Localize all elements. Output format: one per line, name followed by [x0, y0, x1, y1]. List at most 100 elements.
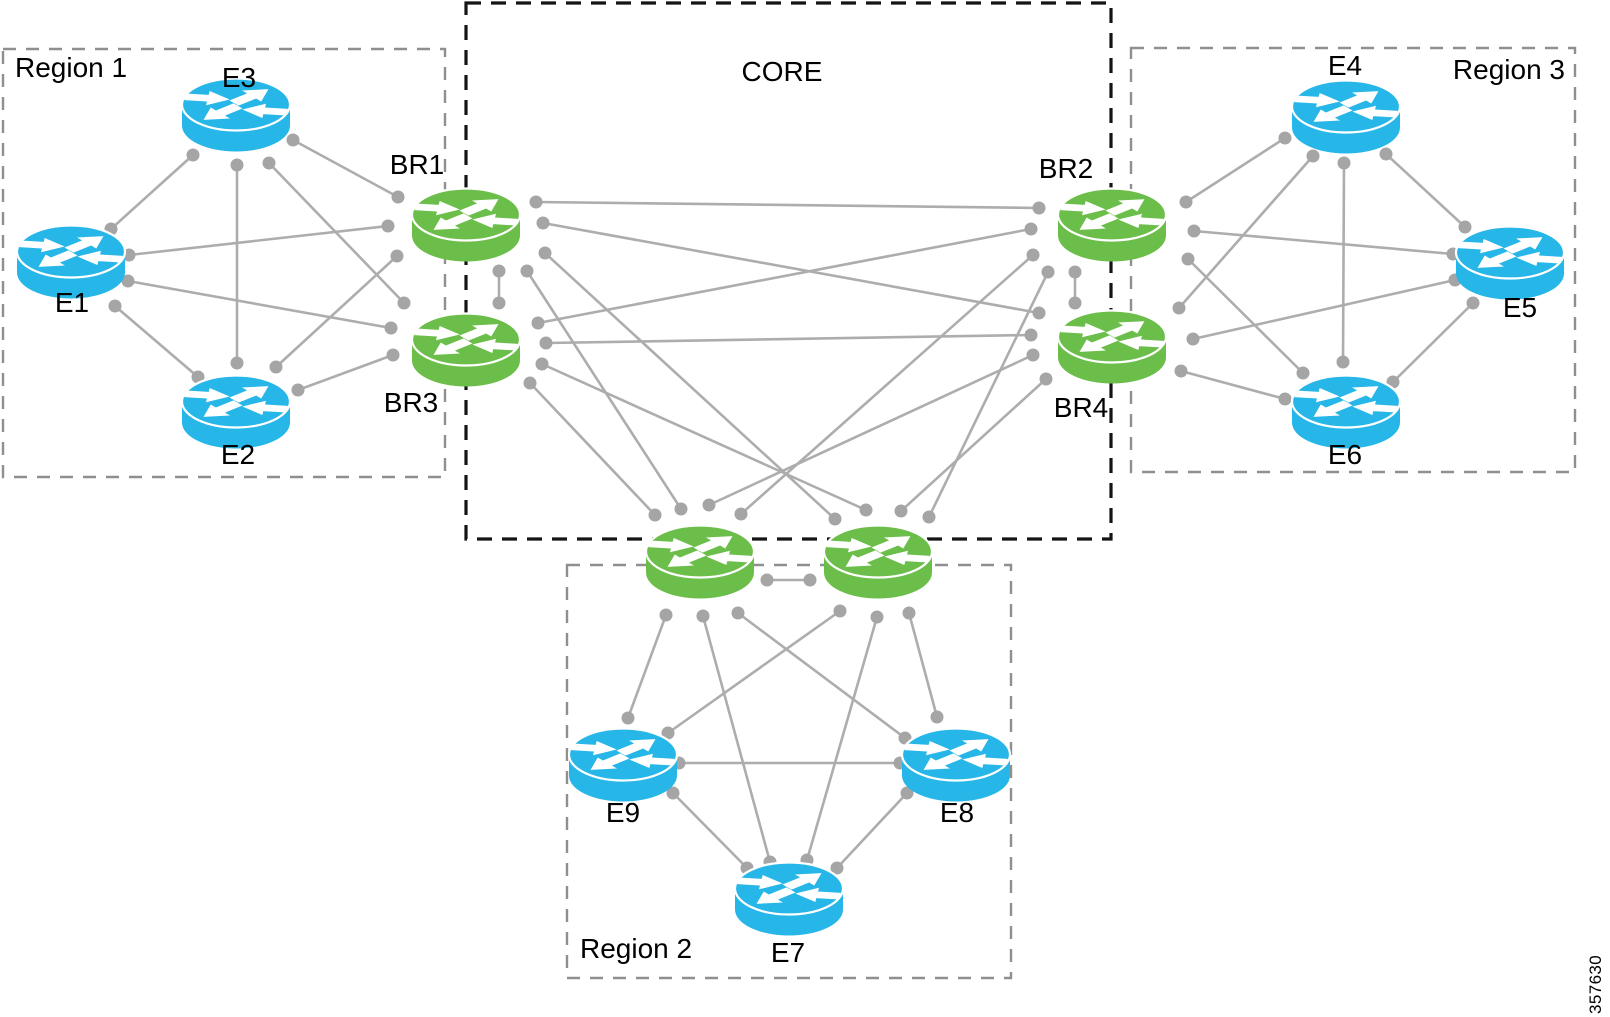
router-top-face [180, 374, 292, 429]
link-core-left-E9-endpoint-a [659, 608, 673, 622]
router-arrow [1503, 237, 1543, 254]
link-E3-BR1 [292, 138, 399, 199]
link-E5-E6 [1392, 302, 1474, 383]
link-BR4-core-right-endpoint-a [1039, 372, 1053, 386]
link-BR4-core-right [900, 378, 1047, 512]
link-BR3-core-right-endpoint-b [859, 503, 873, 517]
link-E6-BR2-endpoint-a [1296, 366, 1310, 380]
router-BR2 [1056, 187, 1168, 262]
link-E5-BR2 [1193, 229, 1454, 256]
router-arrow [1105, 321, 1145, 338]
link-core-right-E8-endpoint-b [930, 710, 944, 724]
router-arrow [1118, 213, 1164, 228]
router-arrow [203, 400, 243, 417]
router-arrow [923, 753, 963, 770]
router-arrow [229, 386, 269, 403]
link-core-left-E8-endpoint-a [731, 606, 745, 620]
router-arrow [1352, 400, 1398, 415]
link-E5-E6-endpoint-a [1466, 296, 1480, 310]
link-BR2-BR4-endpoint-a [1068, 265, 1082, 279]
router-arrow [203, 103, 243, 120]
link-E4-E6-endpoint-b [1336, 355, 1350, 369]
router-arrows-icon [1458, 237, 1562, 268]
router-arrow [1060, 323, 1106, 338]
link-BR2-core-left-endpoint-a [1026, 248, 1040, 262]
router-arrow [472, 213, 518, 228]
link-BR1-BR2-endpoint-a [529, 195, 543, 209]
link-core-left-E7 [701, 615, 772, 863]
router-arrow [1294, 93, 1340, 108]
router-E8-label: E8 [940, 797, 974, 828]
link-E3-E1-endpoint-a [186, 148, 200, 162]
link-E4-BR4 [1178, 155, 1314, 309]
link-E3-BR3 [268, 162, 405, 304]
router-BR3-label: BR3 [384, 387, 438, 418]
router-arrow [433, 213, 473, 230]
router-E7 [733, 861, 845, 936]
link-BR2-BR3-endpoint-a [1024, 222, 1038, 236]
router-arrow [571, 741, 617, 756]
router-arrows-icon [737, 873, 841, 904]
router-arrow [756, 887, 796, 904]
router-E6 [1290, 374, 1402, 449]
link-E1-E2 [114, 305, 199, 378]
link-BR3-core-left [529, 382, 656, 516]
link-E8-E7 [836, 792, 908, 869]
link-BR4-core-left-endpoint-b [702, 498, 716, 512]
router-E2-label: E2 [221, 439, 255, 470]
link-E3-BR3-endpoint-b [397, 296, 411, 310]
router-arrow [737, 875, 783, 890]
link-BR2-BR3-endpoint-b [531, 316, 545, 330]
core-label: CORE [742, 56, 823, 87]
link-core-right-E7 [805, 616, 879, 861]
link-BR3-core-right [541, 362, 867, 512]
router-arrow [184, 91, 230, 106]
router-E5-label: E5 [1503, 292, 1537, 323]
links-layer [110, 136, 1474, 869]
router-core-router-left [644, 524, 756, 599]
link-E4-E6-endpoint-a [1337, 156, 1351, 170]
router-top-face [1454, 225, 1566, 280]
router-E3-label: E3 [222, 62, 256, 93]
router-arrow [1339, 386, 1379, 403]
link-E4-BR4-endpoint-b [1172, 301, 1186, 315]
router-arrow [1516, 251, 1562, 266]
link-E4-E5-endpoint-a [1379, 147, 1393, 161]
link-BR1-core-right-endpoint-b [828, 512, 842, 526]
router-E1-label: E1 [55, 287, 89, 318]
router-arrow [904, 741, 950, 756]
link-core-left-E8 [737, 611, 906, 740]
link-E3-E2-endpoint-b [230, 356, 244, 370]
router-arrows-icon [184, 89, 288, 120]
link-E1-E2-endpoint-b [191, 370, 205, 384]
core-box [464, 1, 1113, 541]
router-arrow [242, 400, 288, 415]
link-E5-BR4 [1192, 278, 1456, 341]
link-BR1-core-left-endpoint-a [520, 264, 534, 278]
link-E2-BR3-endpoint-a [291, 383, 305, 397]
link-E1-BR3-endpoint-a [121, 274, 135, 288]
region-boxes-layer [1, 1, 1577, 980]
router-arrows-icon [904, 739, 1008, 770]
router-arrows-icon [1294, 386, 1398, 417]
link-BR3-core-right-endpoint-a [535, 357, 549, 371]
router-E8 [900, 727, 1012, 802]
link-E2-BR3-endpoint-b [386, 348, 400, 362]
router-top-face [410, 187, 522, 242]
link-BR3-core-left-endpoint-a [523, 376, 537, 390]
link-BR2-BR3 [537, 227, 1032, 325]
router-top-face [1056, 187, 1168, 242]
router-top-face [822, 524, 934, 579]
link-E4-BR2-endpoint-a [1278, 131, 1292, 145]
router-arrows-icon [19, 236, 123, 267]
router-E9-label: E9 [606, 797, 640, 828]
router-arrow [1118, 335, 1164, 350]
router-arrow [459, 324, 499, 341]
router-top-face [1290, 374, 1402, 429]
link-core-right-E8-endpoint-a [902, 606, 916, 620]
link-BR1-BR3-endpoint-b [492, 296, 506, 310]
router-arrows-icon [826, 536, 930, 567]
router-arrows-icon [648, 536, 752, 567]
